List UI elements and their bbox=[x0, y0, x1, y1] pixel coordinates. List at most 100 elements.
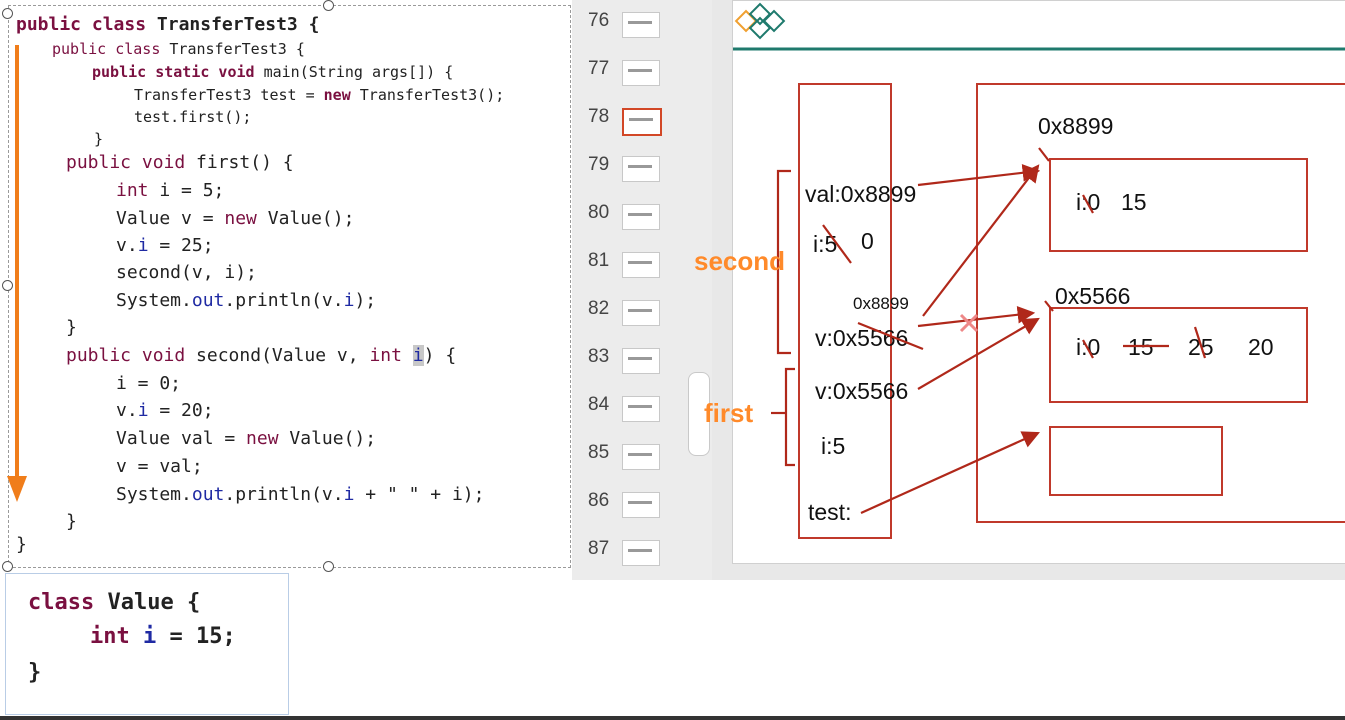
code-token: v. bbox=[116, 400, 138, 421]
thumbnail-preview bbox=[628, 165, 652, 168]
resize-handle-bottom-left[interactable] bbox=[2, 561, 13, 572]
code-token: + " " + i); bbox=[354, 484, 485, 505]
label-first: first bbox=[704, 398, 754, 428]
code-token: Value { bbox=[107, 590, 201, 615]
code-token: i bbox=[343, 484, 355, 505]
code-line-8: Value v = new Value(); bbox=[116, 208, 354, 229]
slide-thumbnail[interactable] bbox=[622, 204, 660, 230]
code-token: i bbox=[412, 345, 424, 366]
code-token: .println(v. bbox=[224, 290, 344, 311]
slide-thumbnail[interactable] bbox=[622, 252, 660, 278]
slide-thumbnail[interactable] bbox=[622, 108, 662, 136]
heap-top-value: 15 bbox=[1121, 189, 1147, 215]
resize-handle-top[interactable] bbox=[323, 0, 334, 11]
heap-top-field: i:0 bbox=[1076, 189, 1101, 215]
thumbnail-number: 83 bbox=[588, 346, 610, 367]
code-token: out bbox=[191, 484, 225, 505]
code-token: second(v, i); bbox=[116, 262, 257, 283]
slide-thumbnail[interactable] bbox=[622, 156, 660, 182]
code-line-2: public static void main(String args[]) { bbox=[92, 63, 453, 81]
code-token: } bbox=[28, 660, 42, 685]
thumbnail-number: 77 bbox=[588, 58, 610, 79]
code-line-1: public class TransferTest3 { bbox=[52, 40, 305, 58]
thumbnail-preview bbox=[628, 405, 652, 408]
code-token: ); bbox=[354, 290, 377, 311]
code-token: public class bbox=[52, 40, 170, 58]
thumbnail-number: 85 bbox=[588, 442, 610, 463]
resize-handle-top-left[interactable] bbox=[2, 8, 13, 19]
slide-thumbnail[interactable] bbox=[622, 300, 660, 326]
code-token: class bbox=[28, 590, 108, 615]
code-line-10: second(v, i); bbox=[116, 262, 257, 283]
resize-handle-bottom[interactable] bbox=[323, 561, 334, 572]
code-token: = 20; bbox=[148, 400, 214, 421]
heap-mid-value-3: 20 bbox=[1248, 334, 1274, 360]
code-token: } bbox=[66, 511, 77, 532]
slide-thumbnail[interactable] bbox=[622, 12, 660, 38]
code-line-14: i = 0; bbox=[116, 373, 181, 394]
stack-v-annotation: 0x8899 bbox=[853, 294, 909, 313]
heap-object-empty bbox=[1049, 426, 1223, 496]
stack-i-first: i:5 bbox=[821, 433, 846, 459]
code-token: args bbox=[371, 63, 409, 81]
value-class-line-1: int i = 15; bbox=[90, 624, 236, 649]
code-token: second(Value v, bbox=[196, 345, 370, 366]
thumbnail-number: 86 bbox=[588, 490, 610, 511]
thumbnail-number: 78 bbox=[588, 106, 610, 127]
thumbnail-number: 79 bbox=[588, 154, 610, 175]
thumbnail-number: 84 bbox=[588, 394, 610, 415]
code-token: public class bbox=[16, 14, 157, 35]
code-line-6: public void first() { bbox=[66, 152, 294, 173]
heap-mid-field: i:0 bbox=[1076, 334, 1101, 360]
thumbnail-number: 82 bbox=[588, 298, 610, 319]
stack-test: test: bbox=[808, 499, 852, 525]
code-line-4: test.first(); bbox=[134, 108, 251, 126]
code-line-16: Value val = new Value(); bbox=[116, 428, 376, 449]
thumbnail-preview bbox=[628, 213, 652, 216]
code-token: .println(v. bbox=[224, 484, 344, 505]
code-token: i bbox=[137, 400, 149, 421]
code-token: i = 5; bbox=[159, 180, 225, 201]
slide-thumbnail[interactable] bbox=[622, 348, 660, 374]
heap-addr-mid: 0x5566 bbox=[1055, 283, 1131, 309]
code-token: new bbox=[246, 428, 290, 449]
code-line-9: v.i = 25; bbox=[116, 235, 214, 256]
thumbnail-number: 87 bbox=[588, 538, 610, 559]
code-token: ) { bbox=[423, 345, 457, 366]
taskbar-edge bbox=[0, 716, 1345, 720]
code-token: TransferTest3 { bbox=[169, 40, 305, 58]
slide-thumbnail[interactable] bbox=[622, 492, 660, 518]
code-line-12: } bbox=[66, 317, 77, 338]
code-line-20: } bbox=[16, 534, 27, 555]
code-token: = 15; bbox=[156, 624, 236, 649]
code-line-19: } bbox=[66, 511, 77, 532]
slide-thumbnail[interactable] bbox=[622, 60, 660, 86]
code-line-17: v = val; bbox=[116, 456, 203, 477]
heap-addr-top: 0x8899 bbox=[1038, 113, 1114, 139]
code-token: v. bbox=[116, 235, 138, 256]
code-token: Value v = bbox=[116, 208, 225, 229]
code-token: } bbox=[94, 130, 104, 148]
slide-thumbnail[interactable] bbox=[622, 444, 660, 470]
heap-frame bbox=[976, 83, 1345, 523]
thumbnail-preview bbox=[628, 501, 652, 504]
slide-thumbnail[interactable] bbox=[622, 540, 660, 566]
thumbnail-preview bbox=[628, 549, 652, 552]
stack-i-second: i:5 bbox=[813, 231, 838, 257]
slide-canvas[interactable]: val:0x8899 i:5 0 0x8899 v:0x5566 v:0x556… bbox=[732, 0, 1345, 564]
resize-handle-left[interactable] bbox=[2, 280, 13, 291]
stack-frame bbox=[798, 83, 892, 539]
code-token: public void bbox=[66, 345, 197, 366]
code-token: int bbox=[90, 624, 143, 649]
thumbnail-preview bbox=[628, 309, 652, 312]
code-line-13: public void second(Value v, int i) { bbox=[66, 345, 456, 366]
flow-arrow-icon bbox=[7, 45, 27, 502]
code-token: System. bbox=[116, 290, 192, 311]
thumbnail-number: 80 bbox=[588, 202, 610, 223]
value-class-line-0: class Value { bbox=[28, 590, 200, 615]
slide-thumbnail[interactable] bbox=[622, 396, 660, 422]
code-token: public static void bbox=[92, 63, 264, 81]
thumbnail-scrollbar[interactable] bbox=[688, 372, 710, 456]
heap-object-0x5566 bbox=[1049, 307, 1308, 403]
